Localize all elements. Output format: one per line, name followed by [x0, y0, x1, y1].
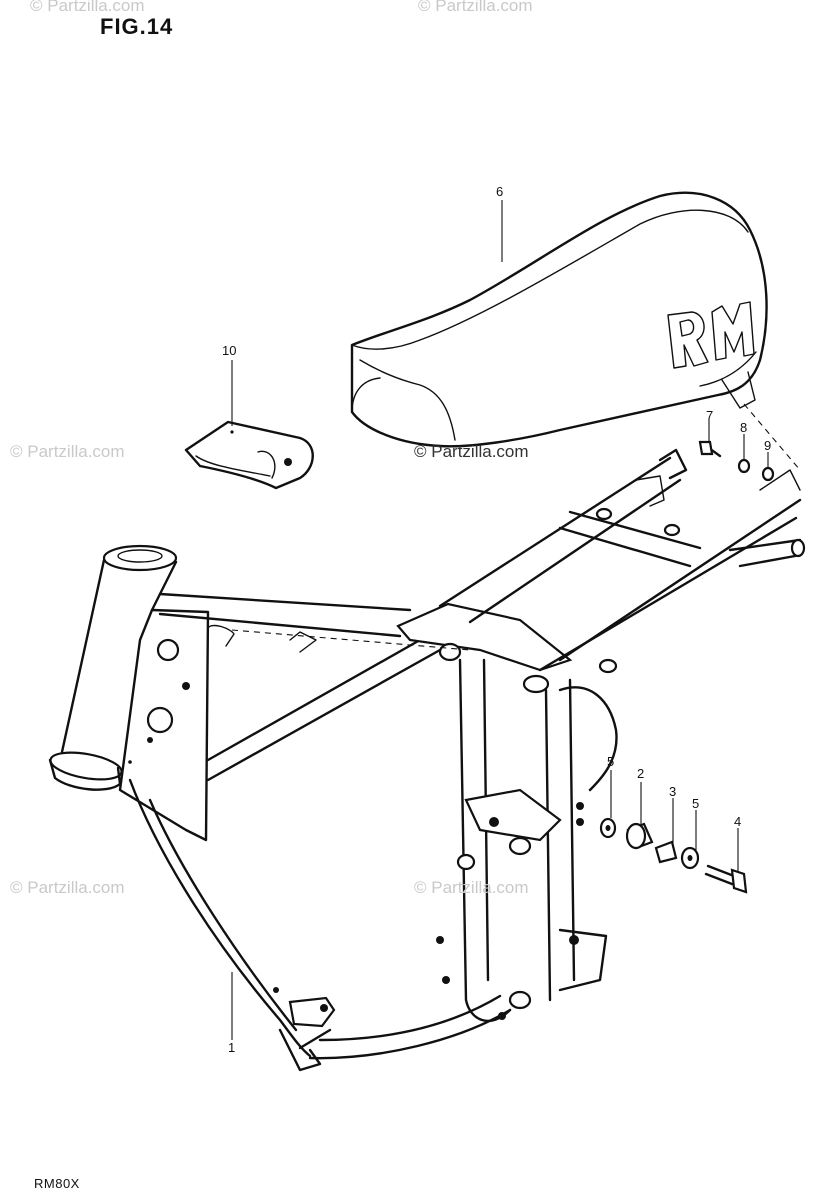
watermark-low-left: © Partzilla.com [10, 878, 125, 897]
callout-7: 7 [706, 408, 714, 423]
hardware [599, 440, 775, 894]
watermark-low-center: © Partzilla.com [414, 878, 529, 897]
callout-10: 10 [222, 343, 237, 358]
watermark-mid-left: © Partzilla.com [10, 442, 125, 461]
callout-3: 3 [669, 784, 677, 799]
frame-pad [184, 420, 314, 490]
callout-1: 1 [228, 1040, 236, 1055]
leader-lines [231, 200, 801, 1040]
callout-8: 8 [740, 420, 748, 435]
figure-title: FIG.14 [100, 14, 174, 39]
callout-2: 2 [637, 766, 645, 781]
callout-6: 6 [496, 184, 504, 199]
frame [48, 448, 806, 1072]
callout-9: 9 [764, 438, 772, 453]
seat-logo: RM [667, 301, 755, 369]
watermark-mid-center: © Partzilla.com [414, 442, 529, 461]
watermark-top-left: © Partzilla.com [30, 0, 145, 15]
seat: RM [350, 191, 768, 448]
callout-4: 4 [734, 814, 742, 829]
seat-logo-text: RM [705, 339, 707, 341]
watermark-top-center: © Partzilla.com [418, 0, 533, 15]
model-code: RM80X [34, 1176, 80, 1191]
callout-5-left: 5 [607, 754, 615, 769]
callout-5-right: 5 [692, 796, 700, 811]
